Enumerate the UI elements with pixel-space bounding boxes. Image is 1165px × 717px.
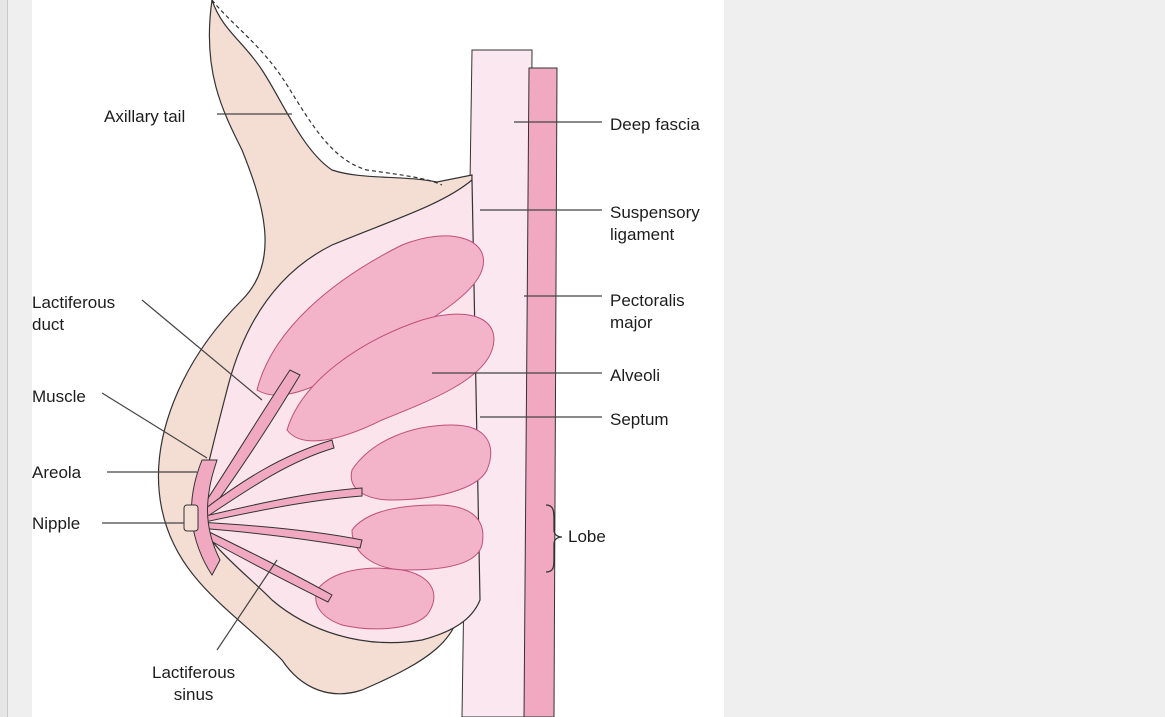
label-lactiferous-duct: Lactiferous duct: [32, 292, 115, 336]
pectoralis-major-band: [524, 68, 557, 717]
label-lactiferous-sinus: Lactiferous sinus: [152, 662, 235, 706]
label-muscle: Muscle: [32, 386, 86, 408]
lobule-4: [352, 505, 483, 570]
label-alveoli: Alveoli: [610, 365, 660, 387]
viewer-left-border: [0, 0, 8, 717]
label-deep-fascia: Deep fascia: [610, 114, 700, 136]
label-lobe: Lobe: [568, 526, 606, 548]
label-septum: Septum: [610, 409, 669, 431]
lobule-5: [316, 568, 434, 629]
label-axillary-tail: Axillary tail: [104, 106, 185, 128]
label-suspensory-ligament: Suspensory ligament: [610, 202, 700, 246]
label-nipple: Nipple: [32, 513, 80, 535]
diagram-image-panel: Axillary tail Deep fascia Suspensory lig…: [32, 0, 724, 717]
nipple-shape: [184, 505, 198, 531]
label-areola: Areola: [32, 462, 81, 484]
label-pectoralis-major: Pectoralis major: [610, 290, 685, 334]
